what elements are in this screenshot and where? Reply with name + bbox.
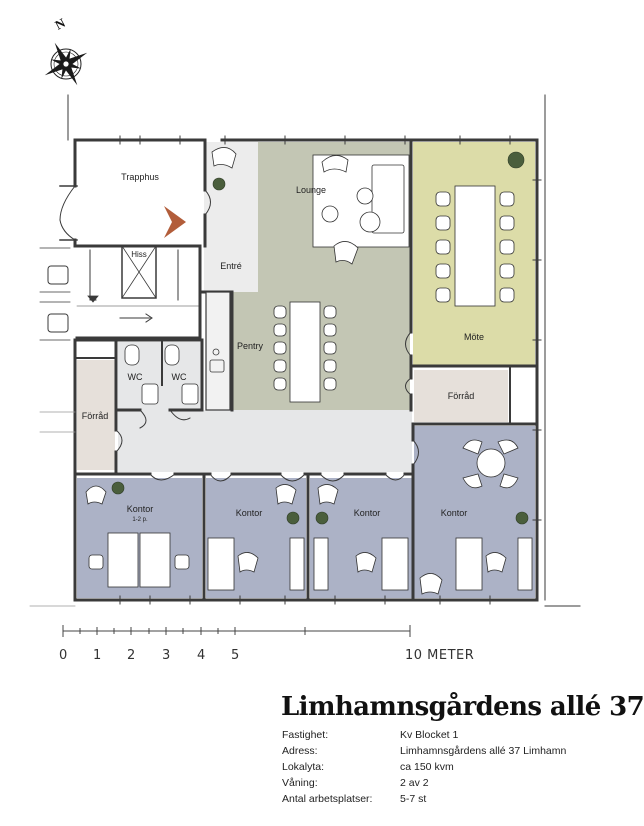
compass-north-letter: N (52, 15, 68, 33)
fact-value: 5-7 st (400, 793, 427, 805)
scale-tick-4: 4 (197, 648, 206, 663)
forrad-right-area (414, 370, 508, 422)
label-kontor-1: Kontor (127, 504, 154, 514)
label-mote: Möte (464, 332, 484, 342)
entrance-arrow-icon (164, 206, 186, 238)
room-labels: Trapphus Hiss Entré Lounge Möte Pentry W… (82, 172, 484, 523)
fact-row: Våning: 2 av 2 (282, 775, 566, 791)
plant-icon (515, 511, 529, 525)
label-wc-1: WC (128, 372, 143, 382)
scale-tick-2: 2 (127, 648, 136, 663)
furniture (85, 147, 533, 595)
scale-tick-0: 0 (59, 648, 68, 663)
fact-value: 2 av 2 (400, 777, 429, 789)
label-kontor-2: Kontor (236, 508, 263, 518)
label-forrad-right: Förråd (448, 391, 475, 401)
scale-tick-3: 3 (162, 648, 171, 663)
fact-label: Lokalyta: (282, 761, 325, 773)
label-kontor-1-sub: 1-2 p. (132, 517, 148, 523)
scale-bar (62, 625, 411, 637)
scale-labels: 0 1 2 3 4 5 10 METER (59, 648, 474, 663)
label-trapphus: Trapphus (121, 172, 159, 182)
fact-label: Fastighet: (282, 729, 329, 741)
plant-icon (286, 511, 300, 525)
fact-row: Fastighet: Kv Blocket 1 (282, 727, 566, 743)
label-pentry: Pentry (237, 341, 264, 351)
fact-value: ca 150 kvm (400, 761, 454, 773)
floor-plan: Trapphus Hiss Entré Lounge Möte Pentry W… (29, 15, 581, 663)
label-lounge: Lounge (296, 185, 326, 195)
fact-row: Antal arbetsplatser: 5-7 st (282, 791, 566, 807)
property-facts: Fastighet: Kv Blocket 1 Adress: Limhamns… (282, 727, 566, 807)
label-entre: Entré (220, 261, 242, 271)
fact-value: Kv Blocket 1 (400, 729, 459, 741)
fact-label: Våning: (282, 777, 318, 789)
scale-tick-1: 1 (93, 648, 102, 663)
plant-icon (212, 177, 226, 191)
label-kontor-3: Kontor (354, 508, 381, 518)
property-title: Limhamnsgårdens allé 37 (281, 692, 644, 722)
plant-icon (507, 151, 525, 169)
scale-end-label: 10 METER (405, 648, 474, 663)
fact-label: Adress: (282, 745, 318, 757)
corridor-area (118, 410, 412, 472)
label-hiss: Hiss (131, 250, 147, 259)
plant-icon (315, 511, 329, 525)
walls (29, 94, 581, 607)
fact-row: Adress: Limhamnsgårdens allé 37 Limhamn (282, 743, 566, 759)
scale-tick-5: 5 (231, 648, 240, 663)
plant-icons (111, 151, 529, 525)
label-forrad-left: Förråd (82, 411, 109, 421)
kontor4-area (414, 426, 535, 598)
fact-value: Limhamnsgårdens allé 37 Limhamn (400, 745, 567, 757)
forrad-left-area (77, 360, 115, 470)
label-wc-2: WC (172, 372, 187, 382)
plant-icon (111, 481, 125, 495)
fact-row: Lokalyta: ca 150 kvm (282, 759, 566, 775)
label-kontor-4: Kontor (441, 508, 468, 518)
compass-rose-icon: N (44, 15, 88, 86)
fact-label: Antal arbetsplatser: (282, 793, 373, 805)
